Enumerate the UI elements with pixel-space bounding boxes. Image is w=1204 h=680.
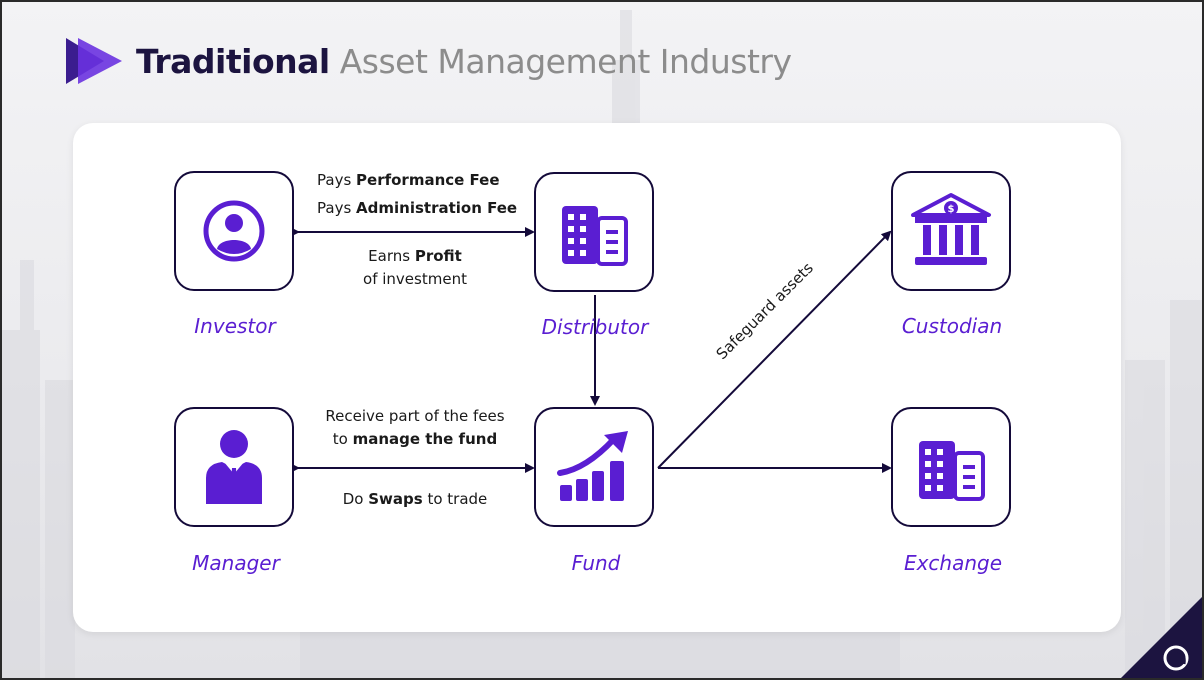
edge-label-performance-fee: Pays Performance Fee bbox=[317, 171, 500, 189]
office-building-icon bbox=[919, 441, 985, 501]
node-manager bbox=[174, 407, 294, 527]
node-exchange bbox=[891, 407, 1011, 527]
svg-text:$: $ bbox=[948, 204, 955, 215]
node-custodian: $ bbox=[891, 171, 1011, 291]
node-label-distributor: Distributor bbox=[541, 315, 649, 339]
edge-label-earns-profit: Earns Profit bbox=[368, 247, 462, 265]
play-chevron-icon bbox=[66, 38, 122, 84]
edge-label-administration-fee: Pays Administration Fee bbox=[317, 199, 518, 217]
edge-label-of-investment: of investment bbox=[363, 270, 467, 288]
growth-chart-icon bbox=[557, 431, 628, 501]
edge-label-do-swaps: Do Swaps to trade bbox=[342, 490, 488, 508]
node-label-custodian: Custodian bbox=[901, 314, 1003, 338]
office-building-icon bbox=[562, 206, 628, 266]
edge-label-manage-fund: to manage the fund bbox=[332, 430, 498, 448]
businessman-icon bbox=[206, 430, 262, 504]
node-investor bbox=[174, 171, 294, 291]
bank-icon: $ bbox=[911, 193, 991, 265]
node-label-exchange: Exchange bbox=[903, 551, 1003, 575]
node-fund bbox=[534, 407, 654, 527]
user-circle-icon bbox=[203, 200, 265, 262]
edge-fund-custodian bbox=[657, 230, 892, 469]
node-label-manager: Manager bbox=[192, 551, 280, 575]
node-distributor bbox=[534, 172, 654, 292]
title-row: Traditional Asset Management Industry bbox=[64, 36, 792, 86]
node-label-investor: Investor bbox=[194, 314, 276, 338]
page-title-light: Asset Management Industry bbox=[339, 41, 792, 81]
page-title-bold: Traditional bbox=[136, 41, 330, 81]
edge-label-receive-fees: Receive part of the fees bbox=[325, 407, 505, 425]
brand-corner-icon bbox=[1119, 595, 1204, 680]
node-label-fund: Fund bbox=[571, 551, 621, 575]
